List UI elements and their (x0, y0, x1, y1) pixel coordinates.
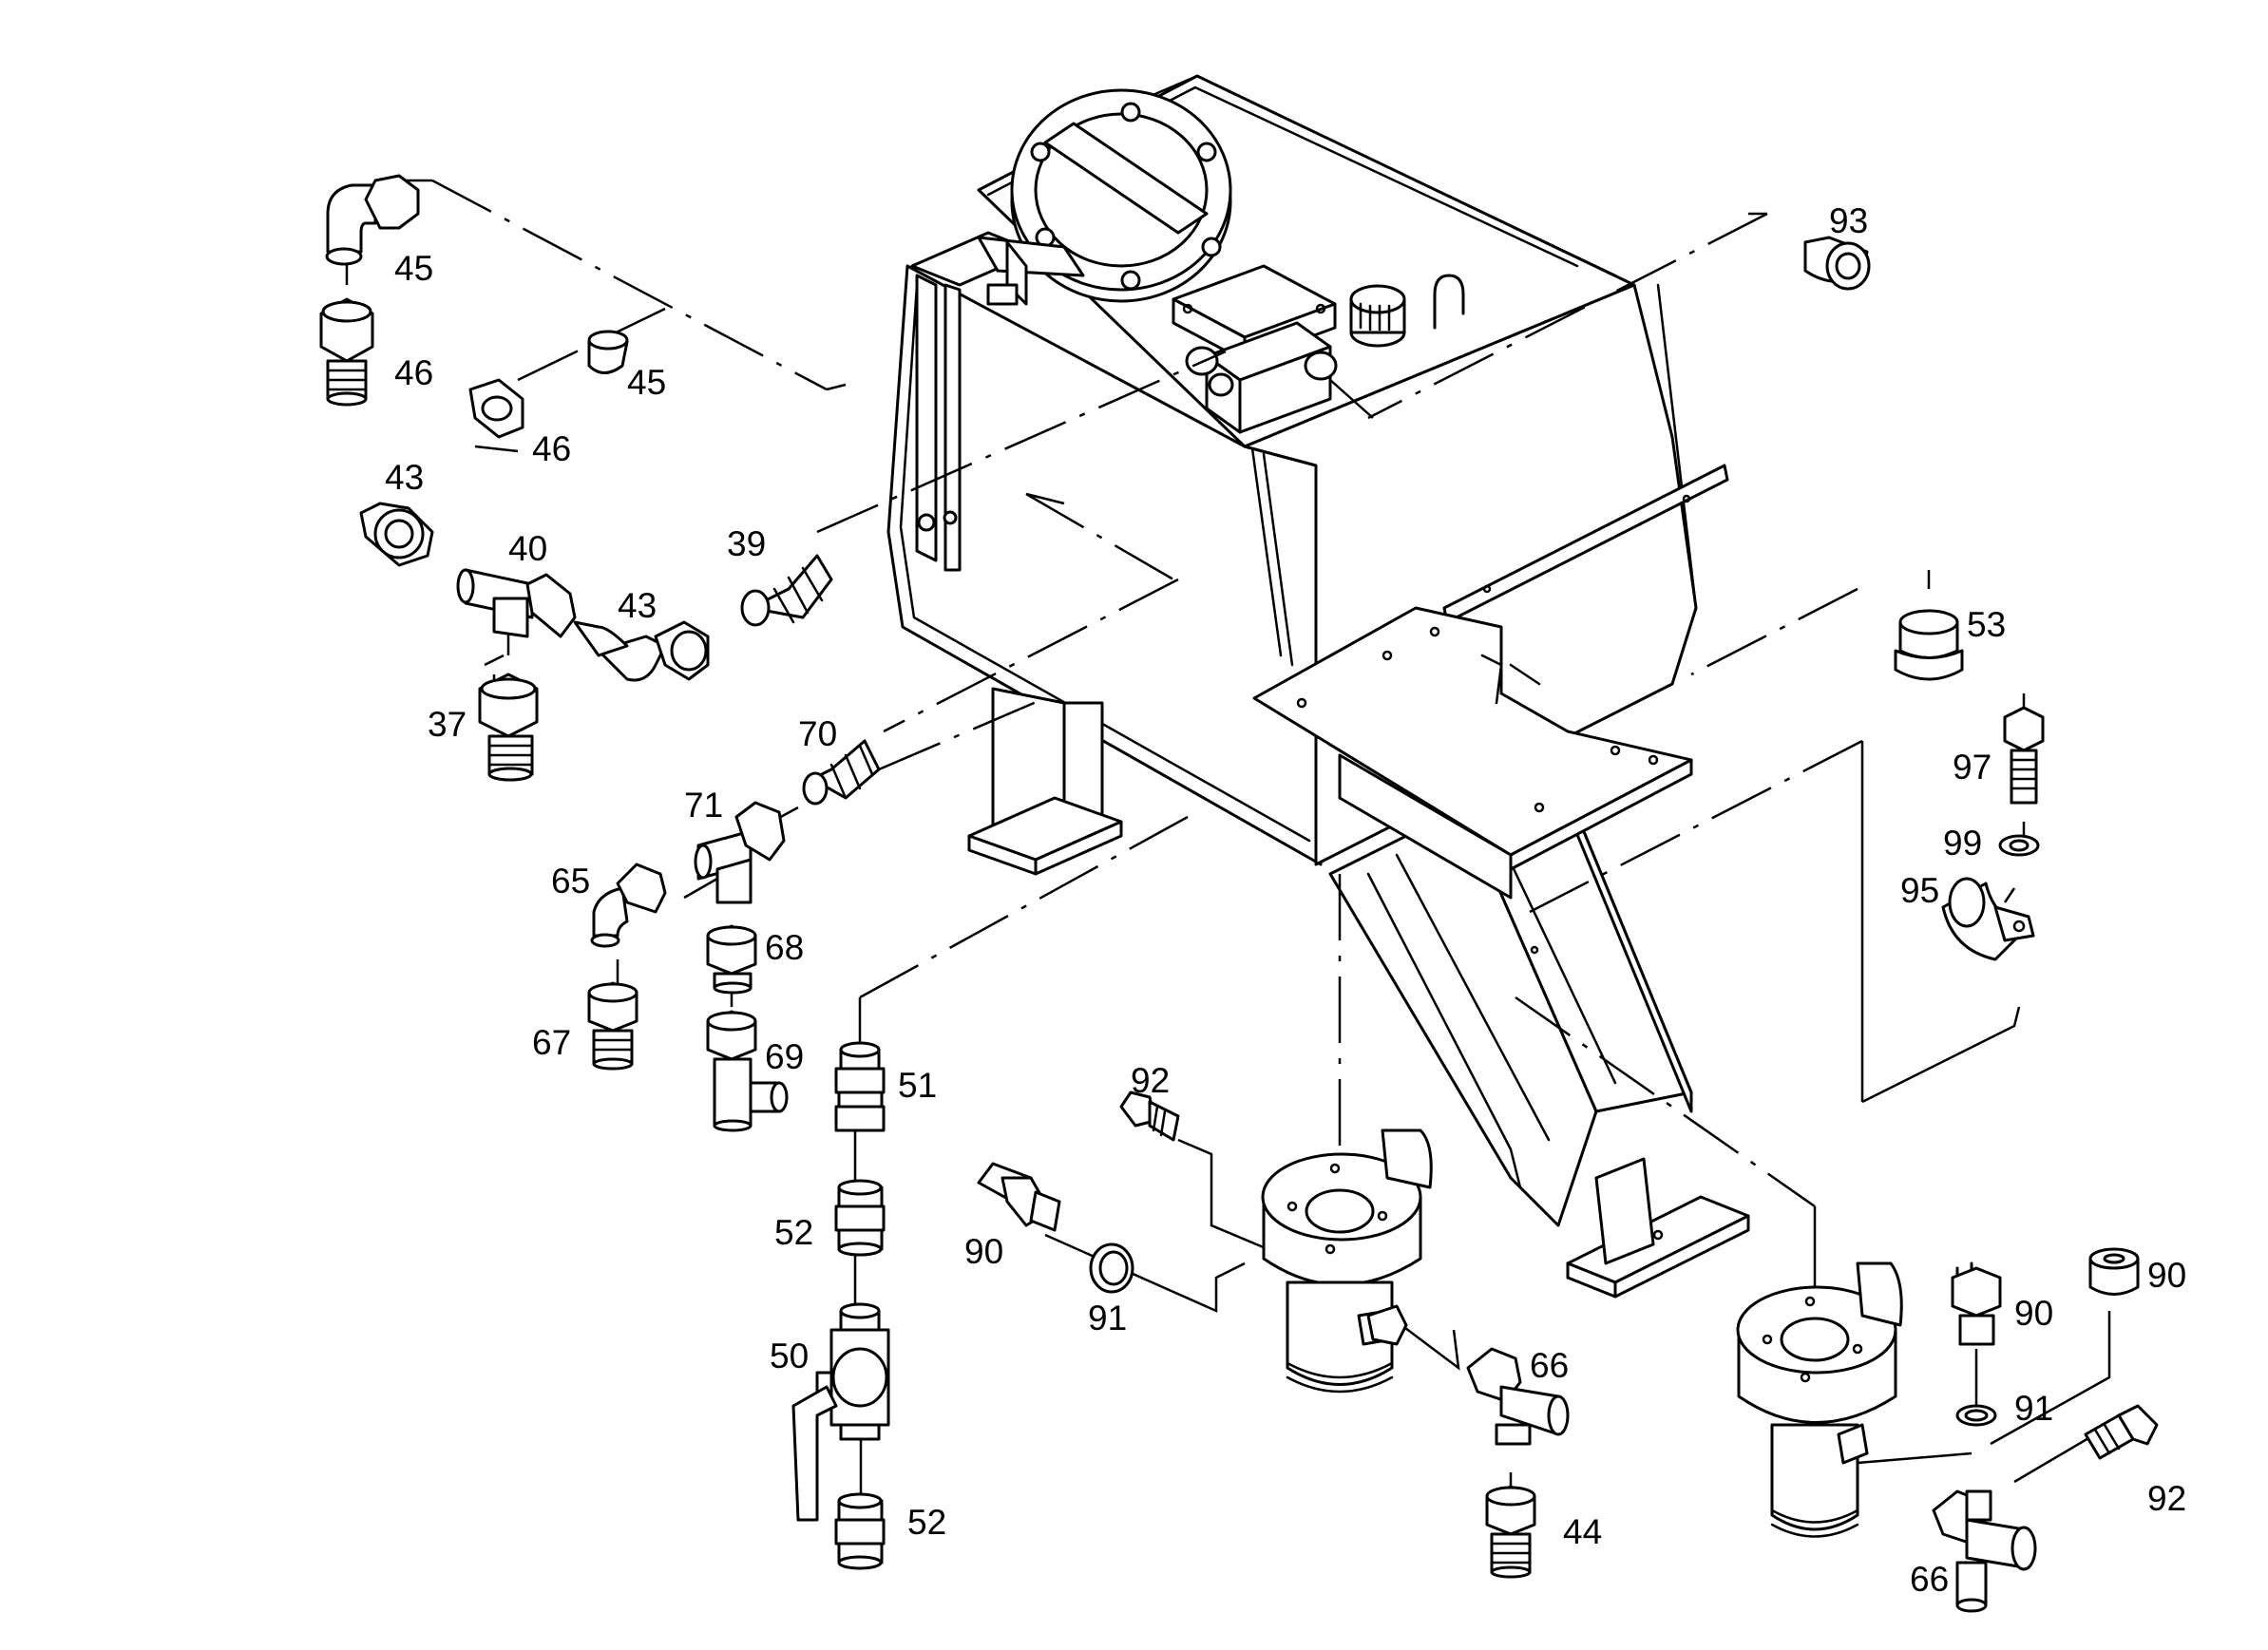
label-45-upper: 45 (394, 249, 433, 288)
filter-housing-left (1261, 1128, 1433, 1394)
label-95: 95 (1900, 871, 1939, 910)
label-69: 69 (765, 1037, 804, 1076)
label-99: 99 (1943, 824, 1982, 863)
part-99-washer (1998, 834, 2040, 857)
label-71: 71 (684, 786, 723, 825)
label-52-upper: 52 (774, 1213, 813, 1252)
part-66-tee-right (1932, 1489, 2037, 1613)
label-93: 93 (1829, 201, 1868, 240)
part-number-labels: 45 46 45 46 93 43 40 39 43 37 53 70 97 7… (385, 201, 2186, 1599)
label-46-upper: 46 (394, 353, 433, 392)
label-52-lower: 52 (907, 1503, 946, 1542)
label-39: 39 (727, 524, 766, 563)
part-91-washer-right (1955, 1404, 1997, 1427)
label-66-left: 66 (1530, 1346, 1569, 1385)
part-68-union (706, 924, 757, 995)
part-91-washer-left (1089, 1242, 1134, 1294)
tank-assembly (886, 74, 1750, 1299)
part-90-sensor-left (977, 1162, 1061, 1232)
part-69-tee (706, 1010, 789, 1132)
label-50: 50 (770, 1337, 809, 1375)
manhole-cover (1010, 88, 1232, 303)
part-65-elbow (590, 863, 667, 948)
label-92-left: 92 (1131, 1061, 1170, 1100)
filler-cap (1349, 274, 1465, 348)
part-43-elbow-left (359, 502, 434, 567)
part-45-elbow-upper (325, 174, 420, 266)
part-95-clamp (1941, 877, 2035, 961)
part-71-tee (694, 801, 786, 904)
part-66-tee-left (1466, 1347, 1570, 1446)
label-92-right: 92 (2147, 1479, 2186, 1518)
part-43-elbow-right (573, 620, 710, 682)
label-43-left: 43 (385, 458, 424, 497)
label-44: 44 (1563, 1512, 1602, 1551)
filter-housing-right (1736, 1261, 1903, 1538)
label-90-right-plug: 90 (2147, 1256, 2186, 1295)
right-leg (1328, 768, 1750, 1299)
fitting-elbow-filter-left (1366, 1304, 1408, 1346)
label-90-left: 90 (964, 1232, 1003, 1271)
label-91-left: 91 (1088, 1299, 1127, 1337)
part-97-bolt (2003, 706, 2045, 805)
part-44-union (1485, 1485, 1536, 1579)
part-70-nipple (802, 739, 881, 806)
part-90-sensor-right (1951, 1261, 2002, 1346)
label-70: 70 (798, 714, 837, 753)
part-50-ball-valve (791, 1302, 890, 1522)
part-52-nipple-upper (834, 1179, 886, 1257)
label-67: 67 (532, 1023, 571, 1062)
label-91-right: 91 (2014, 1389, 2053, 1428)
part-51-fitting (834, 1041, 886, 1132)
label-68: 68 (765, 928, 804, 967)
label-40: 40 (508, 529, 547, 568)
part-93-cap (1803, 236, 1871, 291)
label-90-right-sensor: 90 (2014, 1294, 2053, 1333)
part-40-tee (456, 568, 577, 638)
label-45-plug: 45 (627, 363, 666, 402)
part-90-plug-right (2088, 1247, 2140, 1296)
part-37-union (478, 673, 539, 782)
mounting-bracket (1252, 606, 1693, 955)
label-46-nut: 46 (532, 429, 571, 468)
label-97: 97 (1953, 748, 1992, 787)
label-51: 51 (898, 1066, 937, 1105)
part-92-plug-left (1119, 1091, 1180, 1142)
label-53: 53 (1967, 605, 2006, 644)
part-46-union-upper (319, 297, 374, 407)
label-65: 65 (551, 862, 590, 901)
label-37: 37 (428, 705, 467, 744)
part-46-nut (468, 378, 524, 439)
left-leg (967, 687, 1123, 876)
label-43-right: 43 (618, 586, 657, 625)
part-53-plug (1894, 609, 1964, 681)
pipe-manifold (910, 231, 1085, 572)
part-39-nipple (740, 554, 833, 627)
part-67-union (587, 981, 638, 1071)
label-66-right: 66 (1910, 1560, 1949, 1599)
part-52-nipple-lower (834, 1492, 886, 1570)
part-92-plug-right (2084, 1404, 2159, 1460)
valve-block (1172, 264, 1338, 434)
part-45-plug (587, 330, 629, 374)
